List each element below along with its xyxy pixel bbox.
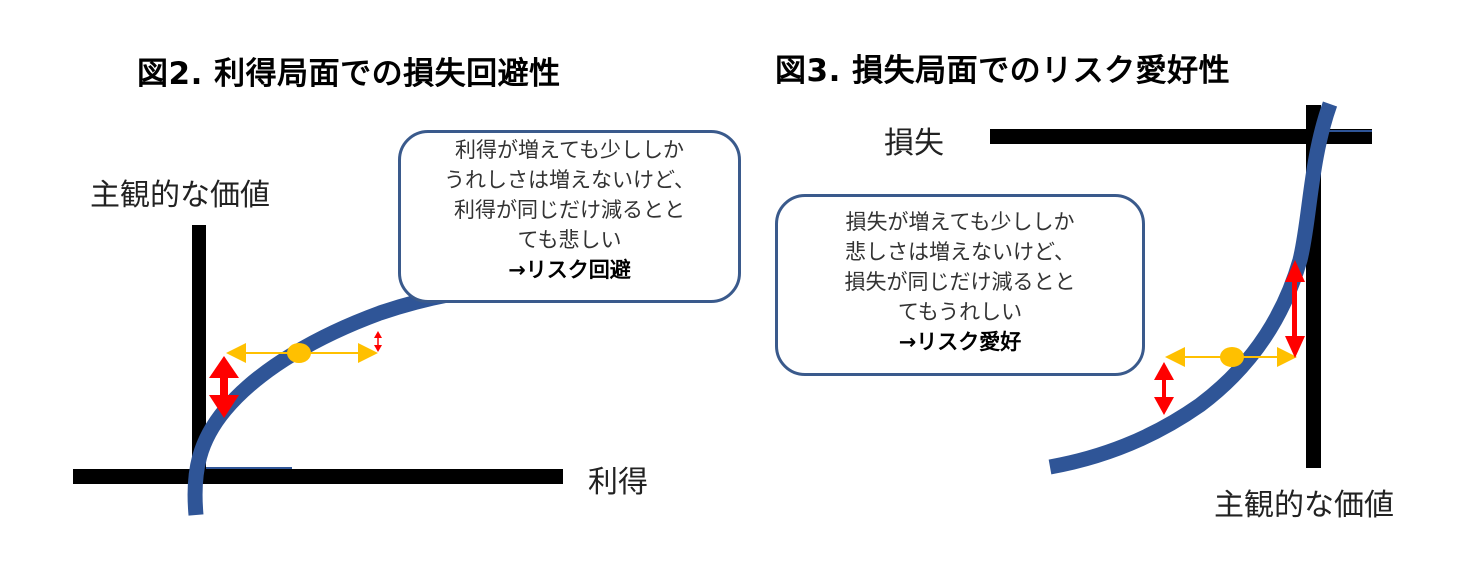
fig2-y-axis-label: 主観的な価値 bbox=[90, 178, 270, 213]
callout-line: 利得が増えても少ししか bbox=[455, 138, 684, 162]
callout-line: 損失が同じだけ減るとと bbox=[844, 270, 1076, 294]
callout-line: ても悲しい bbox=[517, 228, 622, 252]
fig2-loss-value-arrow bbox=[209, 356, 239, 418]
callout-line: 悲しさは増えないけど、 bbox=[845, 240, 1075, 264]
figure-3-title: 図3. 損失局面でのリスク愛好性 bbox=[775, 53, 1231, 89]
callout-line: うれしさは増えないけど、 bbox=[444, 168, 695, 192]
fig3-value-curve bbox=[1048, 101, 1338, 475]
fig3-loss-value-arrow bbox=[1154, 362, 1174, 415]
figure-2-title: 図2. 利得局面での損失回避性 bbox=[137, 56, 561, 92]
callout-line: 損失が増えても少ししか bbox=[845, 210, 1075, 234]
fig3-x-axis bbox=[990, 129, 1372, 144]
figure-3-graphic bbox=[990, 101, 1372, 475]
fig2-gain-value-arrow bbox=[374, 331, 382, 352]
fig2-y-axis bbox=[192, 225, 206, 483]
callout-line: てもうれしい bbox=[897, 300, 1023, 324]
fig2-callout: 利得が増えても少ししか うれしさは増えないけど、 利得が同じだけ減るとと ても悲… bbox=[398, 130, 741, 303]
fig3-x-axis-label: 損失 bbox=[884, 126, 944, 161]
callout-line: 利得が同じだけ減るとと bbox=[454, 198, 685, 222]
fig2-x-axis-label: 利得 bbox=[588, 465, 648, 500]
fig2-reference-point bbox=[287, 343, 311, 363]
callout-conclusion: →リスク愛好 bbox=[898, 330, 1022, 354]
callout-conclusion: →リスク回避 bbox=[508, 258, 631, 282]
fig3-reference-point bbox=[1220, 347, 1244, 367]
fig3-y-axis-label: 主観的な価値 bbox=[1214, 488, 1394, 523]
fig2-x-axis bbox=[73, 469, 563, 484]
fig3-callout: 損失が増えても少ししか 悲しさは増えないけど、 損失が同じだけ減るとと てもうれ… bbox=[775, 194, 1145, 376]
fig3-gain-value-arrow bbox=[1285, 260, 1305, 358]
